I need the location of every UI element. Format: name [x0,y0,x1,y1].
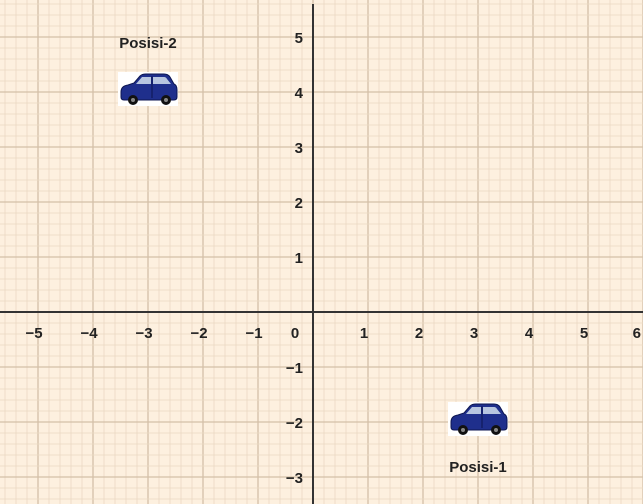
x-tick-label: 2 [415,325,423,342]
x-tick-label: −4 [80,325,98,342]
point-label: Posisi-2 [119,35,177,52]
x-tick-label: −1 [245,325,262,342]
x-tick-label: 5 [580,325,588,342]
car-icon [117,71,179,107]
point-label: Posisi-1 [449,459,507,476]
x-tick-label: −5 [25,325,42,342]
y-tick-label: −2 [286,415,303,432]
car-icon [447,401,509,437]
x-tick-label: 0 [291,325,299,342]
y-tick-label: −3 [286,470,303,487]
y-tick-label: 2 [295,195,303,212]
x-tick-label: 6 [633,325,641,342]
y-tick-label: 4 [295,85,304,102]
point-posisi-2: Posisi-2 [117,35,179,107]
y-tick-label: 5 [295,30,303,47]
x-tick-label: −2 [190,325,207,342]
x-tick-label: −3 [135,325,152,342]
tick-labels: −5 −4 −3 −2 −1 0 1 2 3 4 5 6 5 4 3 2 1 −1 −2 −3 [25,30,641,487]
point-posisi-1: Posisi-1 [447,401,509,476]
y-tick-label: −1 [286,360,303,377]
points: Posisi-1 Posisi-2 [117,35,509,476]
x-tick-label: 3 [470,325,478,342]
axes [0,4,643,504]
y-tick-label: 3 [295,140,303,157]
y-tick-label: 1 [295,250,303,267]
x-tick-label: 4 [525,325,534,342]
x-tick-label: 1 [360,325,368,342]
